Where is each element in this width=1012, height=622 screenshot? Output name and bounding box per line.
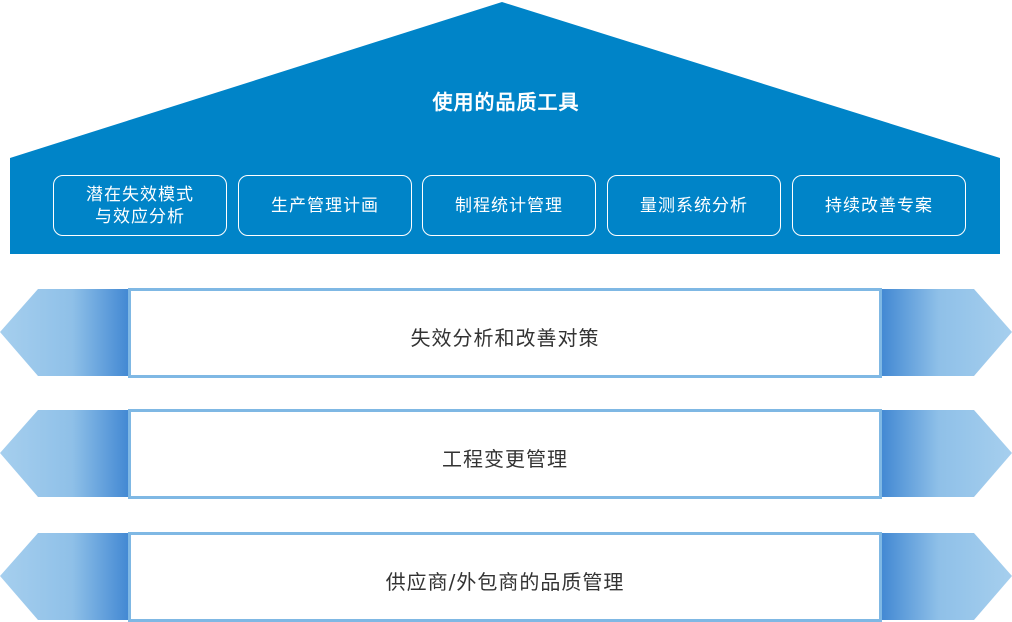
band-label-supplier-quality: 供应商/外包商的品质管理 (385, 570, 625, 594)
tool-box-production-plan: 生产管理计画 (238, 175, 412, 236)
roof-title: 使用的品质工具 (432, 90, 580, 114)
tool-label-msa: 量测系统分析 (640, 195, 748, 216)
tool-box-fmea: 潜在失效模式与效应分析 (53, 175, 227, 236)
band-label-failure-analysis: 失效分析和改善对策 (410, 326, 600, 350)
tool-box-msa: 量测系统分析 (607, 175, 781, 236)
band-label-engineering-change: 工程变更管理 (442, 447, 568, 471)
band-1-shape (0, 288, 1012, 378)
band-3-shape (0, 532, 1012, 622)
tool-label-spc: 制程统计管理 (455, 195, 563, 216)
band-2-shape (0, 409, 1012, 499)
tool-label-continuous-improvement: 持续改善专案 (825, 195, 933, 216)
tool-label-production-plan: 生产管理计画 (271, 195, 379, 216)
tool-box-spc: 制程统计管理 (422, 175, 596, 236)
tool-label-fmea: 潜在失效模式与效应分析 (86, 184, 194, 227)
tool-box-continuous-improvement: 持续改善专案 (792, 175, 966, 236)
roof-shape (10, 2, 1000, 254)
